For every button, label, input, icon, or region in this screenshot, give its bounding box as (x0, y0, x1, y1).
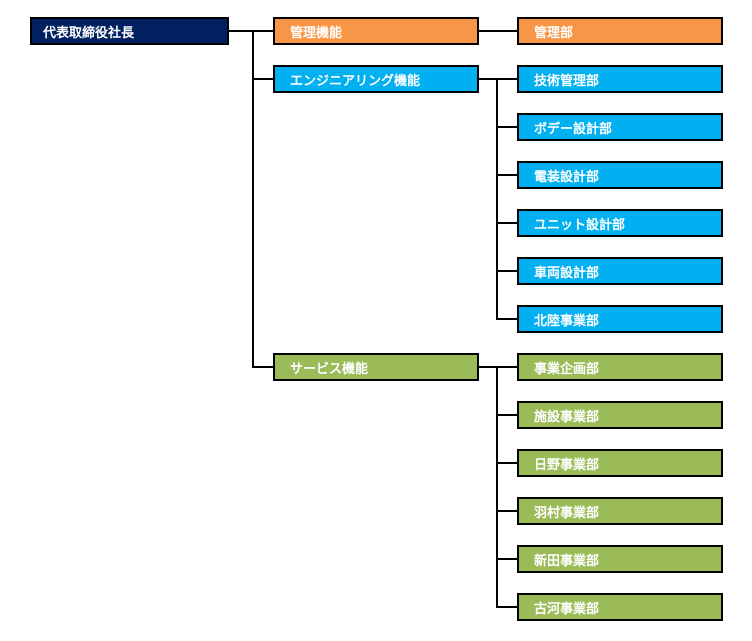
connector-line (496, 462, 517, 464)
connector-line (479, 366, 517, 368)
dept-node-electrical-design: 電装設計部 (517, 161, 723, 189)
connector-line (252, 366, 274, 368)
dept-node-unit-design: ユニット設計部 (517, 209, 723, 237)
dept-node-furukawa: 古河事業部 (517, 593, 723, 621)
function-node-engineering: エンジニアリング機能 (273, 65, 479, 93)
connector-line (496, 126, 517, 128)
connector-line (496, 414, 517, 416)
connector-line (496, 318, 517, 320)
connector-line (479, 78, 517, 80)
connector-line (229, 30, 274, 32)
ceo-node: 代表取締役社長 (30, 17, 229, 45)
connector-line (496, 366, 498, 608)
connector-line (252, 30, 254, 368)
connector-line (252, 78, 274, 80)
connector-line (496, 174, 517, 176)
dept-node-nitta: 新田事業部 (517, 545, 723, 573)
connector-line (479, 30, 517, 32)
function-node-admin: 管理機能 (273, 17, 479, 45)
connector-line (496, 222, 517, 224)
connector-line (496, 558, 517, 560)
connector-line (496, 606, 517, 608)
dept-node-tech-management: 技術管理部 (517, 65, 723, 93)
dept-node-facilities: 施設事業部 (517, 401, 723, 429)
dept-node-vehicle-design: 車両設計部 (517, 257, 723, 285)
dept-node-hokuriku: 北陸事業部 (517, 305, 723, 333)
dept-node-body-design: ボデー設計部 (517, 113, 723, 141)
dept-node-hino: 日野事業部 (517, 449, 723, 477)
connector-line (496, 510, 517, 512)
dept-node-hamura: 羽村事業部 (517, 497, 723, 525)
function-node-service: サービス機能 (273, 353, 479, 381)
connector-line (496, 270, 517, 272)
dept-node-management: 管理部 (517, 17, 723, 45)
dept-node-business-planning: 事業企画部 (517, 353, 723, 381)
connector-line (496, 78, 498, 320)
